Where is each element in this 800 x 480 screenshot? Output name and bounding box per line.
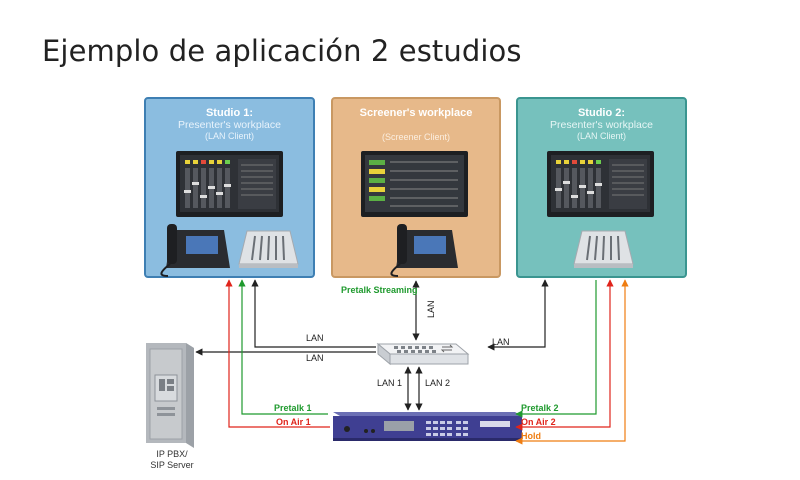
pretalk1-label: Pretalk 1 [274, 403, 312, 413]
hold-label: Hold [521, 431, 541, 441]
screener-header: Screener's workplace [359, 107, 473, 119]
hold-connections [515, 279, 629, 445]
pretalk-streaming-label: Pretalk Streaming [341, 285, 418, 295]
pretalk2-label: Pretalk 2 [521, 403, 559, 413]
touchscreen-monitor-icon [176, 151, 283, 217]
onair2-label: On Air 2 [521, 417, 556, 427]
hybrid-device-icon [333, 412, 522, 441]
fader-console-icon [238, 230, 299, 268]
server-caption-line2: SIP Server [150, 460, 194, 470]
lan-vertical-label: LAN [426, 300, 436, 318]
studio2-role: Presenter's workplace [550, 119, 653, 131]
server-tower-icon [146, 343, 194, 448]
touchscreen-monitor-icon [547, 151, 654, 217]
hold-line [515, 279, 629, 445]
lan-studio2-label: LAN [492, 337, 510, 347]
lan-studio1-label: LAN [306, 333, 324, 343]
onair1-label: On Air 1 [276, 417, 311, 427]
pretalk1-line [238, 279, 328, 415]
onair1-line [225, 279, 330, 428]
lan-server-label: LAN [306, 353, 324, 363]
fader-console-icon [573, 230, 634, 268]
lan-line-studio1 [251, 279, 376, 348]
server-caption: IP PBX/ SIP Server [142, 449, 202, 471]
lan2-label: LAN 2 [425, 378, 451, 388]
studio1-header: Studio 1: [205, 107, 254, 119]
studio1-role: Presenter's workplace [178, 119, 281, 131]
server-caption-line1: IP PBX/ [156, 449, 188, 459]
network-switch-icon [376, 342, 470, 366]
lan1-label: LAN 1 [377, 378, 403, 388]
touchscreen-monitor-icon [361, 151, 468, 217]
studio1-client: (LAN Client) [204, 131, 254, 141]
studio2-header: Studio 2: [577, 107, 626, 119]
ip-phone-icon [390, 224, 458, 277]
ip-phone-icon [160, 224, 230, 277]
screener-client: (Screener Client) [381, 132, 451, 142]
studio2-client: (LAN Client) [576, 131, 626, 141]
page-title: Ejemplo de aplicación 2 estudios [42, 34, 522, 68]
